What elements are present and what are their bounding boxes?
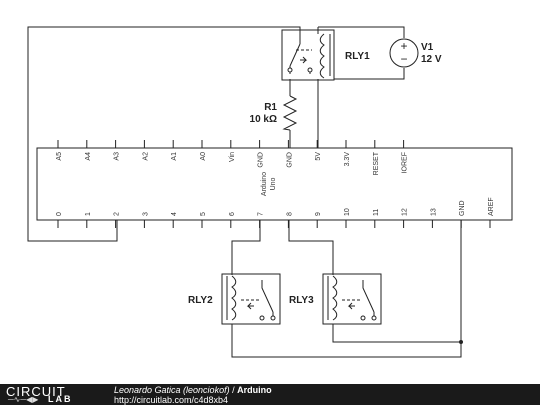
top-pin-label: A0 [200,152,207,161]
bottom-pin-label: 13 [430,208,437,216]
top-pin-label: A4 [85,152,92,161]
bottom-pin-label: 0 [56,212,63,216]
logo-word: CIRCUIT [6,384,66,399]
rly2-label: RLY2 [188,295,213,306]
logo-sub: LAB [48,394,73,404]
wire-d7-to-rly2 [231,220,261,275]
bottom-pin-label: 3 [142,212,149,216]
relay-rly1 [281,27,335,81]
top-pin-label: GND [286,152,293,168]
bottom-pin-label: 4 [171,212,178,216]
junction-dot-1 [459,340,463,344]
arduino-name-line1: Arduino [261,172,268,196]
circuit-url[interactable]: http://circuitlab.com/c4d8xb4 [114,395,229,405]
top-pin-label: A1 [171,152,178,161]
bottom-pin-label: AREF [488,197,495,216]
footer-bar: CIRCUIT ─∿─◀▶ LAB Leonardo Gatica (leonc… [0,384,540,405]
circuit-title[interactable]: Arduino [237,385,272,395]
bottom-pin-label: 9 [315,212,322,216]
bottom-pin-label: 6 [229,212,236,216]
author-name[interactable]: Leonardo Gatica (leonciokof) [114,385,230,395]
top-pin-label: 3.3V [344,152,351,167]
top-pin-label: A5 [56,152,63,161]
schematic-diagram: RLY1 + − V1 12 V R1 10 kΩ RLY2 RLY3 Ardu… [27,26,513,358]
logo-symbol-icon: ─∿─◀▶ [8,395,39,404]
voltage-source-v1: + − [389,38,419,68]
top-pin-label: RESET [373,151,380,175]
top-pin-label: A2 [142,152,149,161]
wire-v1-to-rly1-bottom [334,68,405,80]
bottom-pin-label: GND [459,200,466,216]
v1-name: V1 [421,42,434,53]
bottom-pin-label: 5 [200,212,207,216]
arduino-body [36,147,513,221]
resistor-r1 [282,95,298,131]
top-pin-label: IOREF [402,152,409,173]
wire-rly1-to-v1-top [318,26,405,38]
top-pin-label: Vin [229,152,236,162]
credit-separator: / [229,385,238,395]
bottom-pin-label: 7 [258,212,265,216]
relay-rly3 [322,273,382,325]
v1-value: 12 V [421,54,442,65]
bottom-pin-label: 2 [114,212,121,216]
top-pin-label: A3 [114,152,121,161]
rly3-label: RLY3 [289,295,314,306]
top-pin-label: 5V [315,152,322,161]
svg-text:+: + [400,39,407,53]
r1-name: R1 [264,102,277,113]
r1-value: 10 kΩ [250,114,277,125]
wire-rly3-to-gnd [332,324,461,343]
rly1-label: RLY1 [345,51,370,62]
relay-rly2 [221,273,281,325]
svg-text:−: − [400,52,407,66]
arduino-name-line2: Uno [270,177,277,190]
wire-d8-to-rly3 [288,220,334,275]
bottom-pin-label: 1 [85,212,92,216]
credit-line: Leonardo Gatica (leonciokof) / Arduino [114,385,272,395]
arduino-top-pins: A5 A4 A3 A2 A1 A0 Vin GND GND 5V 3.3V RESET IOREF [56,140,409,175]
bottom-pin-label: 12 [402,208,409,216]
bottom-pin-label: 10 [344,208,351,216]
wire-gnd-bus [231,220,462,358]
wire-d2-to-rly1 [27,26,301,242]
bottom-pin-label: 11 [373,209,380,216]
bottom-pin-label: 8 [286,212,293,216]
top-pin-label: GND [258,152,265,168]
